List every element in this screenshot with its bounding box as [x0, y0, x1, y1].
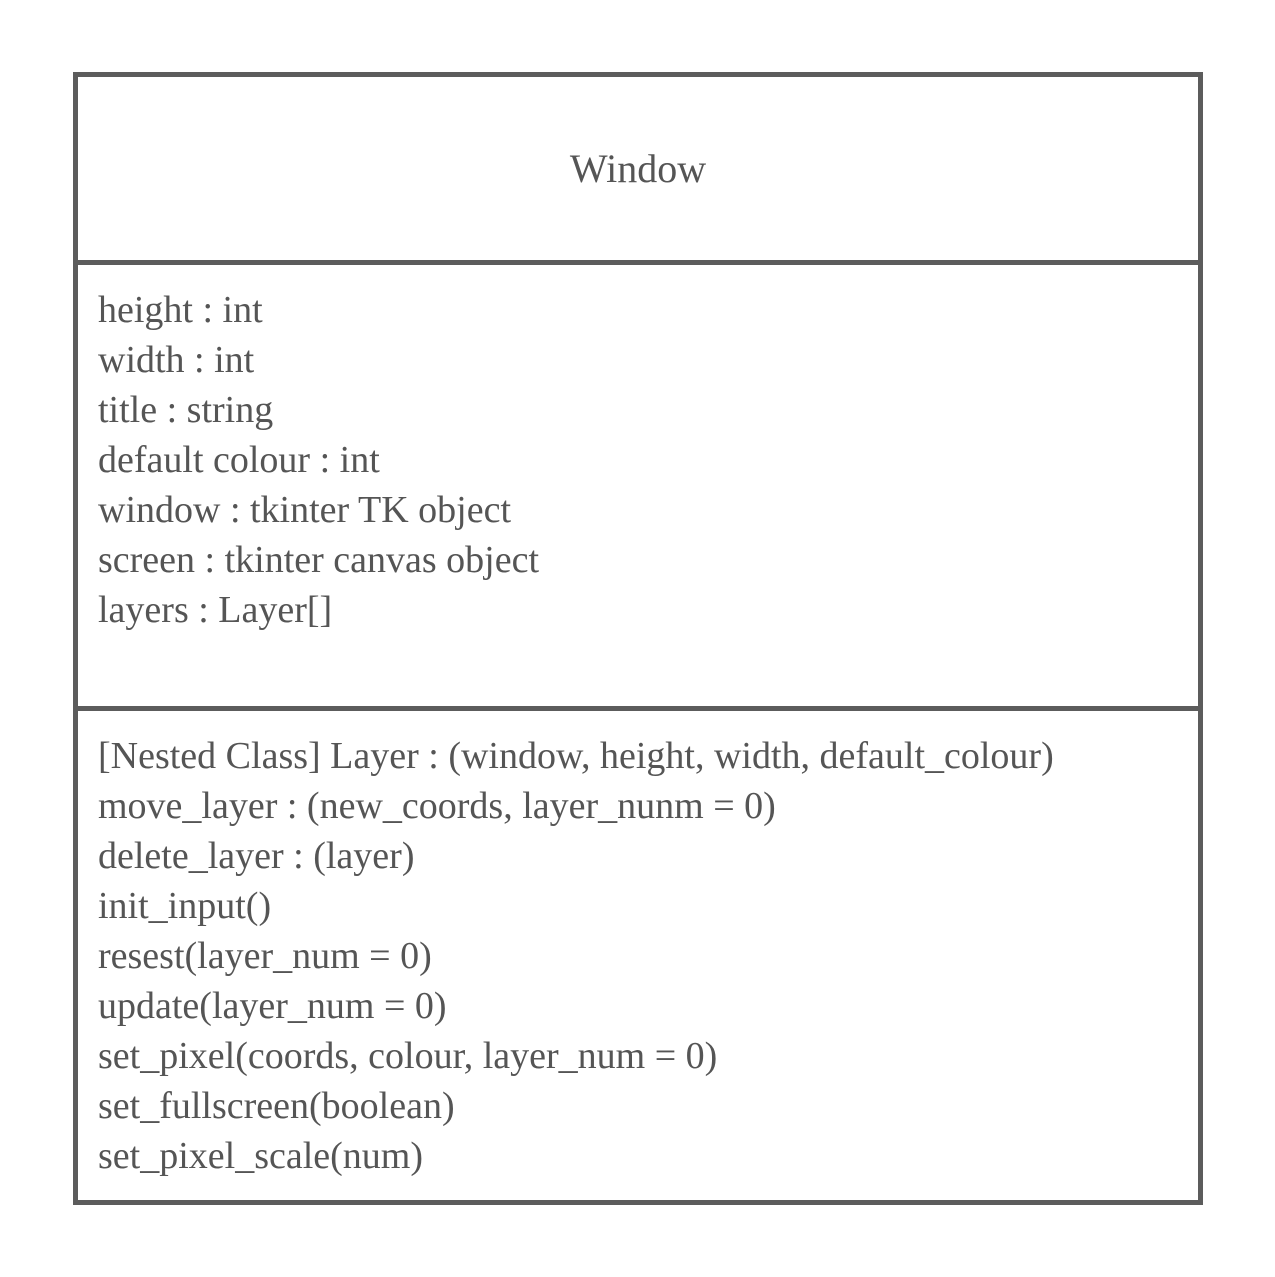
class-name: Window: [569, 145, 707, 191]
method-item: resest(layer_num = 0): [98, 935, 432, 977]
method-item: [Nested Class] Layer : (window, height, …: [98, 735, 1054, 777]
uml-class-box: Window height : int width : int title : …: [73, 72, 1203, 1205]
method-item: update(layer_num = 0): [98, 985, 447, 1027]
method-item: delete_layer : (layer): [98, 835, 415, 877]
attributes-section: height : int width : int title : string …: [78, 265, 1198, 711]
method-item: init_input(): [98, 885, 272, 927]
attribute-item: layers : Layer[]: [98, 589, 333, 631]
attribute-item: title : string: [98, 389, 274, 431]
method-item: set_pixel(coords, colour, layer_num = 0): [98, 1035, 718, 1077]
method-item: set_fullscreen(boolean): [98, 1085, 455, 1127]
attribute-item: default colour : int: [98, 439, 380, 481]
method-item: set_pixel_scale(num): [98, 1135, 424, 1177]
method-item: move_layer : (new_coords, layer_nunm = 0…: [98, 785, 776, 827]
attribute-item: window : tkinter TK object: [98, 489, 512, 531]
attribute-item: width : int: [98, 339, 255, 381]
attribute-item: height : int: [98, 289, 263, 331]
class-header: Window: [78, 77, 1198, 265]
methods-section: [Nested Class] Layer : (window, height, …: [78, 711, 1198, 1205]
attribute-item: screen : tkinter canvas object: [98, 539, 540, 581]
